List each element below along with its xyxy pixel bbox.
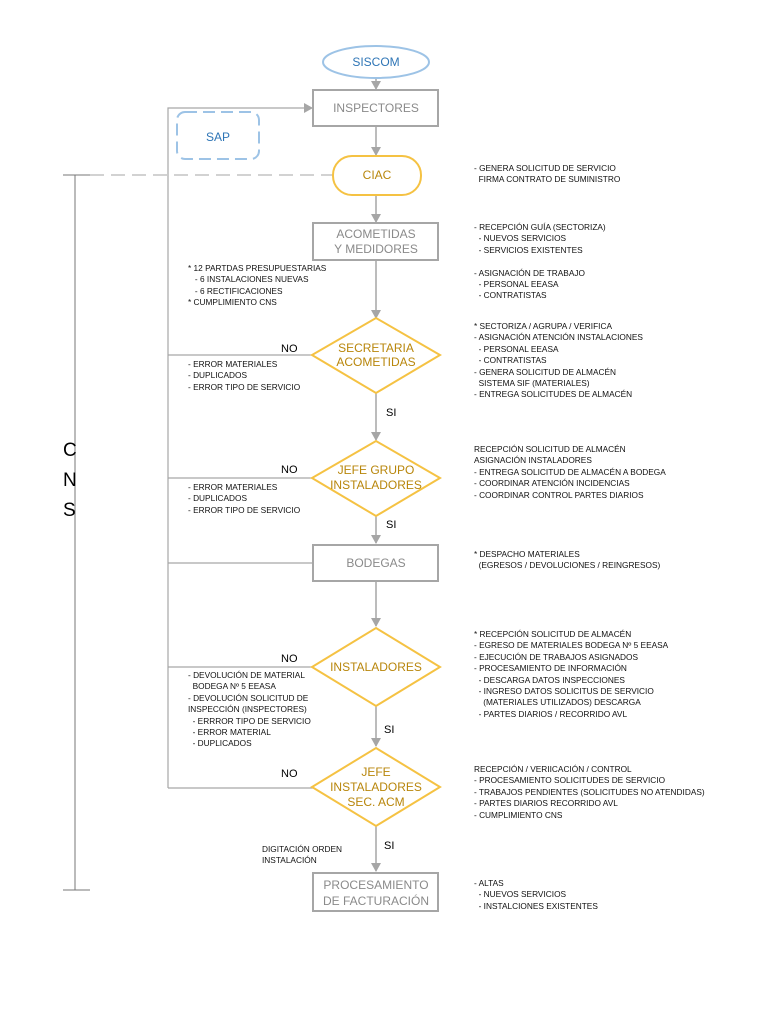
ciac-label: CIAC	[363, 168, 392, 182]
sap-box	[176, 111, 260, 160]
cns-letter-n: N	[63, 470, 77, 491]
jefe-inst-label-3: SEC. ACM	[347, 795, 404, 809]
secretaria-label-1: SECRETARIA	[338, 341, 414, 355]
note-jefe-grupo: RECEPCIÓN SOLICITUD DE ALMACÉN ASIGNACIÓ…	[474, 444, 666, 500]
note-jefe-inst: RECEPCIÓN / VERIICACIÓN / CONTROL - PROC…	[474, 764, 705, 820]
note-ciac: - GENERA SOLICITUD DE SERVICIO FIRMA CON…	[474, 163, 621, 185]
no-label-jefe-grupo: NO	[281, 464, 298, 476]
siscom-ellipse	[322, 45, 430, 79]
inspectores-label: INSPECTORES	[333, 101, 419, 115]
procesamiento-label-2: DE FACTURACIÓN	[323, 893, 429, 908]
note-secretaria: * SECTORIZA / AGRUPA / VERIFICA - ASIGNA…	[474, 321, 643, 400]
no-label-jefe-inst: NO	[281, 768, 298, 780]
jefe-inst-label-2: INSTALADORES	[330, 780, 422, 794]
si-label-instaladores: SI	[384, 724, 394, 736]
no-label-secretaria: NO	[281, 343, 298, 355]
procesamiento-box	[312, 872, 439, 912]
acometidas-label-2: Y MEDIDORES	[334, 242, 418, 256]
note-partidas: * 12 PARTDAS PRESUPUESTARIAS - 6 INSTALA…	[188, 263, 327, 308]
note-digitacion: DIGITACIÓN ORDEN INSTALACIÓN	[262, 844, 343, 866]
instaladores-label: INSTALADORES	[330, 660, 422, 674]
inspectores-box	[312, 89, 439, 127]
no-label-instaladores: NO	[281, 653, 298, 665]
instaladores-diamond	[310, 626, 442, 708]
note-procesamiento: - ALTAS - NUEVOS SERVICIOS - INSTALCIONE…	[474, 878, 598, 911]
note-errors-secretaria: - ERROR MATERIALES - DUPLICADOS - ERROR …	[188, 359, 301, 392]
feedback-line	[167, 103, 313, 788]
bodegas-box	[312, 544, 439, 582]
siscom-label: SISCOM	[352, 55, 399, 69]
secretaria-diamond	[310, 316, 442, 395]
jefe-grupo-diamond	[310, 439, 442, 518]
acometidas-box	[312, 222, 439, 261]
acometidas-label-1: ACOMETIDAS	[336, 227, 415, 241]
note-bodegas: * DESPACHO MATERIALES (EGRESOS / DEVOLUC…	[474, 549, 661, 571]
si-label-jefe-inst: SI	[384, 840, 394, 852]
note-errors-jefe-grupo: - ERROR MATERIALES - DUPLICADOS - ERROR …	[188, 482, 301, 515]
cns-letter-s: S	[63, 500, 76, 521]
si-label-jefe-grupo: SI	[386, 519, 396, 531]
si-label-secretaria: SI	[386, 407, 396, 419]
ciac-box	[332, 155, 422, 196]
bodegas-label: BODEGAS	[346, 556, 405, 570]
jefe-inst-label-1: JEFE	[361, 765, 390, 779]
note-acometidas: - RECEPCIÓN GUÍA (SECTORIZA) - NUEVOS SE…	[474, 222, 606, 301]
jefe-grupo-label-2: INSTALADORES	[330, 478, 422, 492]
procesamiento-label-1: PROCESAMIENTO	[323, 878, 428, 892]
cns-letter-c: C	[63, 440, 77, 461]
sap-label: SAP	[206, 130, 230, 144]
secretaria-label-2: ACOMETIDAS	[336, 355, 415, 369]
note-instaladores: * RECEPCIÓN SOLICITUD DE ALMACÉN - EGRES…	[474, 629, 669, 719]
jefe-instaladores-diamond	[310, 746, 442, 828]
jefe-grupo-label-1: JEFE GRUPO	[338, 463, 415, 477]
note-devolucion: - DEVOLUCIÓN DE MATERIAL BODEGA Nº 5 EEA…	[188, 670, 311, 749]
